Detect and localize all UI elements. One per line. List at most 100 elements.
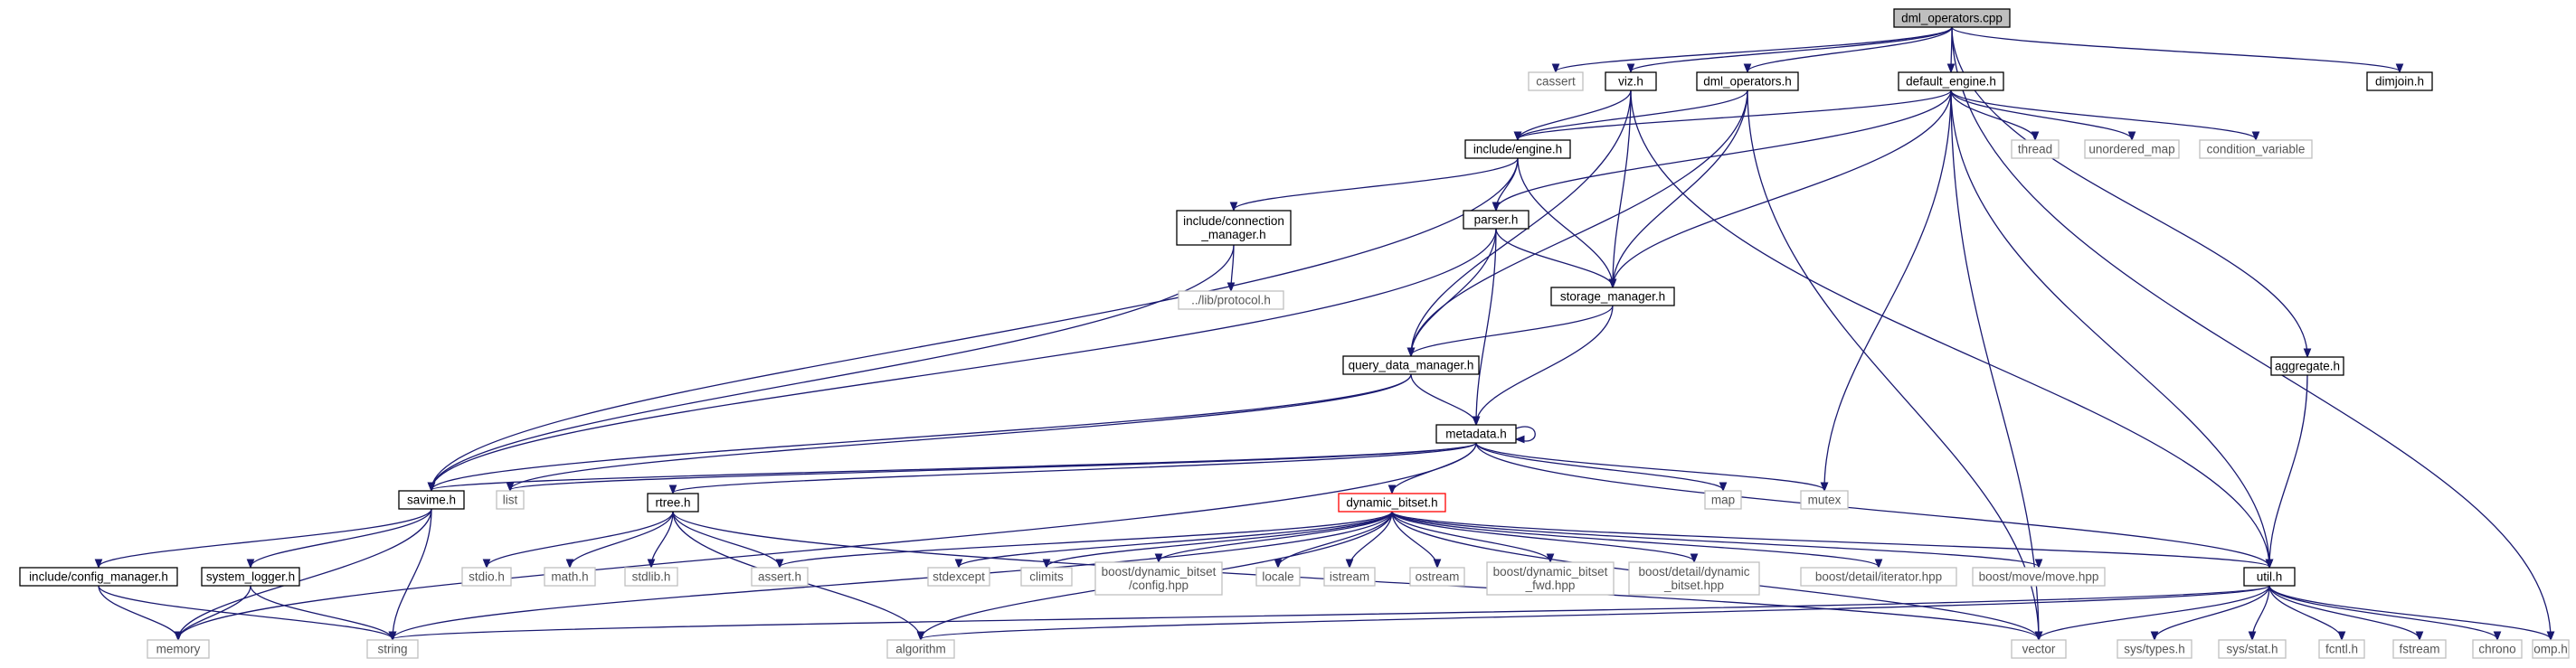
node-dml-operators-cpp[interactable]: dml_operators.cpp	[1893, 8, 2011, 28]
node-box	[1704, 490, 1742, 510]
node-box	[2318, 639, 2365, 659]
edge-metadata_h-to-util_h	[1475, 442, 2274, 569]
edge-dynamic_bitset_h-to-locale	[1274, 511, 1393, 569]
node-label: util.h	[2257, 570, 2283, 584]
edge-dynamic_bitset_h-to-istream	[1345, 511, 1393, 569]
node-boost-detail-dynamic-bitset: boost/detail/dynamic_bitset.hpp	[1628, 561, 1760, 596]
node-boost-dynamic-bitset-config: boost/dynamic_bitset/config.hpp	[1094, 561, 1223, 596]
node-include-config-manager-h[interactable]: include/config_manager.h	[19, 567, 178, 587]
edge-dynamic_bitset_h-to-stdexcept	[954, 511, 1393, 569]
node-assert-h: assert.h	[751, 567, 809, 587]
edge-default_engine_h-to-mutex	[1820, 89, 1952, 493]
node-label: vector	[2022, 643, 2056, 656]
edge-system_logger_h-to-memory	[174, 585, 251, 642]
edge-dynamic_bitset_h-to-climits	[1042, 511, 1393, 569]
node-label: boost/detail/iterator.hpp	[1815, 570, 1942, 584]
node-label: stdlib.h	[632, 570, 671, 584]
node-box	[544, 567, 596, 587]
node-box	[1435, 424, 1517, 444]
edge-dynamic_bitset_h-to-boost_dynamic_bitset_fwd	[1391, 511, 1555, 564]
node-label: metadata.h	[1445, 428, 1507, 441]
node-box	[19, 567, 178, 587]
node-include-connection-manager-h[interactable]: include/connection_manager.h	[1176, 210, 1292, 246]
edge-query_data_manager_h-to-list	[506, 373, 1412, 493]
node-label: chrono	[2478, 643, 2515, 656]
node-fstream: fstream	[2392, 639, 2447, 659]
node-label: string	[377, 643, 407, 656]
edge-aggregate_h-to-util_h	[2265, 374, 2308, 569]
node-box	[2011, 139, 2060, 159]
node-label: istream	[1330, 570, 1369, 584]
edge-include_connection_manager_h-to-savime_h	[427, 244, 1235, 493]
edge-util_h-to-fstream	[2268, 585, 2424, 642]
node-util-h[interactable]: util.h	[2243, 567, 2296, 587]
node-label: savime.h	[407, 494, 456, 507]
node-string: string	[366, 639, 419, 659]
node-viz-h[interactable]: viz.h	[1605, 71, 1657, 91]
edge-parser_h-to-storage_manager_h	[1495, 228, 1617, 289]
node-include-engine-h[interactable]: include/engine.h	[1464, 139, 1571, 159]
node-box	[1800, 490, 1849, 510]
node-default-engine-h[interactable]: default_engine.h	[1898, 71, 2004, 91]
node-box	[1605, 71, 1657, 91]
node-stdlib-h: stdlib.h	[624, 567, 678, 587]
node-dynamic-bitset-h[interactable]: dynamic_bitset.h	[1338, 493, 1446, 513]
node-box	[1176, 210, 1292, 246]
node-box	[2243, 567, 2296, 587]
node-box	[398, 490, 465, 510]
node-dimjoin-h[interactable]: dimjoin.h	[2366, 71, 2433, 91]
edge-include_engine_h-to-savime_h	[427, 157, 1519, 493]
edge-metadata_h-to-savime_h	[427, 442, 1477, 493]
node-lib-protocol-h: ../lib/protocol.h	[1178, 290, 1284, 310]
node-label: memory	[156, 643, 201, 656]
node-box	[2199, 139, 2313, 159]
node-label: thread	[2018, 143, 2052, 156]
node-box	[2532, 639, 2570, 659]
node-stdio-h: stdio.h	[461, 567, 512, 587]
edge-default_engine_h-to-include_engine_h	[1513, 89, 1952, 142]
edge-storage_manager_h-to-query_data_manager_h	[1406, 305, 1614, 358]
node-label: fcntl.h	[2325, 643, 2358, 656]
node-parser-h[interactable]: parser.h	[1463, 210, 1530, 230]
node-box	[1696, 71, 1799, 91]
node-box	[647, 493, 699, 513]
node-savime-h[interactable]: savime.h	[398, 490, 465, 510]
node-label: sys/types.h	[2124, 643, 2185, 656]
edge-rtree_h-to-stdio_h	[482, 511, 674, 569]
node-mutex: mutex	[1800, 490, 1849, 510]
edge-dynamic_bitset_h-to-ostream	[1391, 511, 1442, 569]
node-box	[927, 567, 990, 587]
edge-rtree_h-to-math_h	[565, 511, 674, 569]
node-box	[1255, 567, 1301, 587]
node-storage-manager-h[interactable]: storage_manager.h	[1550, 287, 1675, 306]
edge-storage_manager_h-to-metadata_h	[1472, 305, 1614, 427]
edge-util_h-to-algorithm	[916, 585, 2270, 642]
edge-default_engine_h-to-storage_manager_h	[1608, 89, 1952, 289]
edge-rtree_h-to-assert_h	[672, 511, 784, 569]
edge-include_connection_manager_h-to-lib_protocol_h	[1226, 244, 1236, 293]
node-box	[1178, 290, 1284, 310]
node-rtree-h[interactable]: rtree.h	[647, 493, 699, 513]
node-label: dml_operators.cpp	[1901, 12, 2003, 25]
edge-dml_operators_cpp-to-omp_h	[1951, 26, 2555, 642]
edge-util_h-to-sys_types_h	[2150, 585, 2270, 642]
node-omp-h: omp.h	[2532, 639, 2570, 659]
edge-dynamic_bitset_h-to-boost_detail_iterator	[1391, 511, 1883, 569]
edge-dynamic_bitset_h-to-boost_dynamic_bitset_config	[1154, 511, 1393, 564]
node-metadata-h[interactable]: metadata.h	[1435, 424, 1517, 444]
edge-metadata_h-to-rtree_h	[668, 442, 1477, 495]
node-box	[1893, 8, 2011, 28]
node-sys-stat-h: sys/stat.h	[2218, 639, 2287, 659]
edge-metadata_h-to-list	[506, 442, 1477, 493]
node-query-data-manager-h[interactable]: query_data_manager.h	[1342, 355, 1480, 375]
node-label: ../lib/protocol.h	[1191, 294, 1271, 307]
node-aggregate-h[interactable]: aggregate.h	[2270, 356, 2344, 376]
node-box	[1528, 71, 1584, 91]
node-dml-operators-h[interactable]: dml_operators.h	[1696, 71, 1799, 91]
node-box	[1898, 71, 2004, 91]
node-box	[2218, 639, 2287, 659]
node-box	[147, 639, 210, 659]
node-system-logger-h[interactable]: system_logger.h	[201, 567, 300, 587]
